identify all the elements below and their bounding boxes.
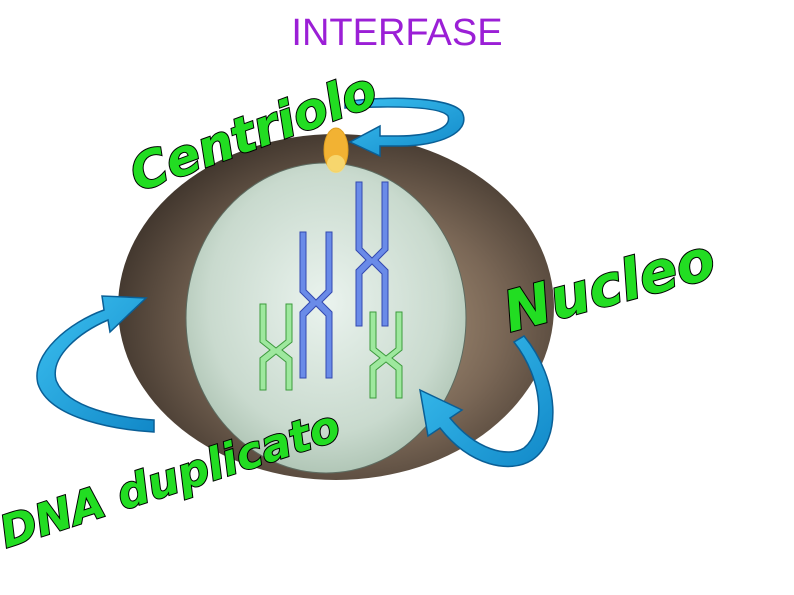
chromosome-green-left	[259, 303, 293, 391]
centriole-highlight	[327, 155, 345, 173]
centriolo-arrow-icon	[344, 97, 465, 158]
chromosome-green-right	[369, 311, 403, 399]
chromosome-blue-right	[355, 181, 389, 327]
nucleo-arrow-icon	[419, 335, 554, 468]
dna-arrow-icon	[36, 295, 155, 433]
chromosome-blue-left	[299, 231, 333, 379]
diagram-title: INTERFASE	[291, 12, 503, 54]
label-dna-duplicato: DNA duplicato	[0, 400, 346, 558]
